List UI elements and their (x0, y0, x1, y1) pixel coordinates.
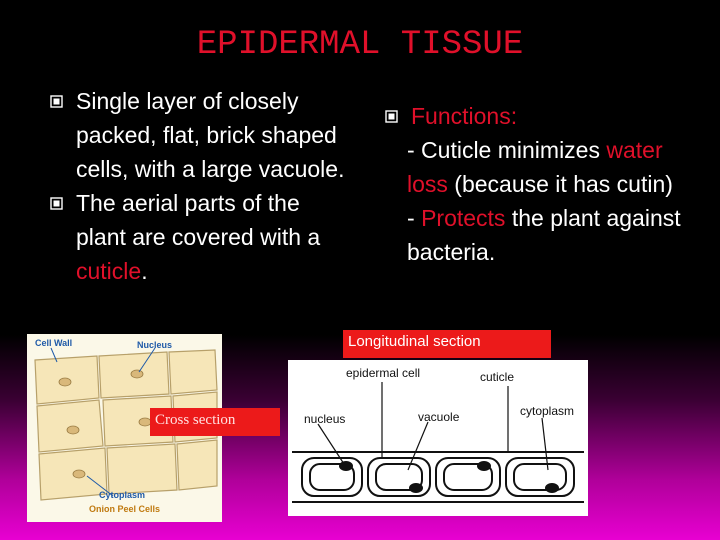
bullet-item-2: The aerial parts of the plant are covere… (50, 186, 350, 288)
right-text-column: Functions: - Cuticle minimizes water los… (385, 99, 685, 269)
square-bullet-icon (50, 84, 66, 118)
bullet-item-1: Single layer of closely packed, flat, br… (50, 84, 350, 186)
square-bullet-icon (50, 186, 66, 220)
cell-wall-label: Cell Wall (35, 338, 73, 348)
function-2-prefix: - (407, 205, 422, 231)
left-text-column: Single layer of closely packed, flat, br… (50, 84, 350, 288)
slide-title: EPIDERMAL TISSUE (196, 26, 524, 64)
function-item-1: - Cuticle minimizes water loss (because … (385, 133, 685, 201)
cross-section-tag: Cross section (150, 408, 280, 436)
epidermis-drawing (288, 360, 588, 516)
square-bullet-icon (385, 99, 401, 133)
functions-heading-row: Functions: (385, 99, 685, 133)
water-loss-highlight: water loss (407, 137, 663, 197)
functions-heading: Functions: (411, 103, 518, 129)
epidermal-cell-label: epidermal cell (346, 366, 421, 380)
bullet-text-1: Single layer of closely packed, flat, br… (76, 88, 345, 182)
function-1-prefix: - Cuticle minimizes (407, 137, 607, 163)
vacuole-label: vacuole (418, 410, 460, 424)
function-1-suffix: (because it has cutin) (447, 171, 673, 197)
cytoplasm-label-right: cytoplasm (520, 404, 575, 418)
longitudinal-section-image: epidermal cell cuticle nucleus vacuole c… (288, 360, 588, 516)
bullet-text-2-end: . (141, 258, 148, 284)
cytoplasm-label-left: Cytoplasm (99, 490, 146, 500)
protects-highlight: Protects (421, 205, 506, 231)
function-item-2: - Protects the plant against bacteria. (385, 201, 685, 269)
longitudinal-section-tag: Longitudinal section (343, 330, 551, 358)
bullet-text-2: The aerial parts of the plant are covere… (76, 190, 321, 250)
nucleus-label-right: nucleus (304, 412, 346, 426)
onion-peel-caption: Onion Peel Cells (89, 504, 161, 514)
function-2-suffix: the plant against bacteria. (407, 205, 681, 265)
cuticle-highlight: cuticle (76, 258, 142, 284)
cuticle-label: cuticle (480, 370, 515, 384)
nucleus-label-left: Nucleus (137, 340, 173, 350)
